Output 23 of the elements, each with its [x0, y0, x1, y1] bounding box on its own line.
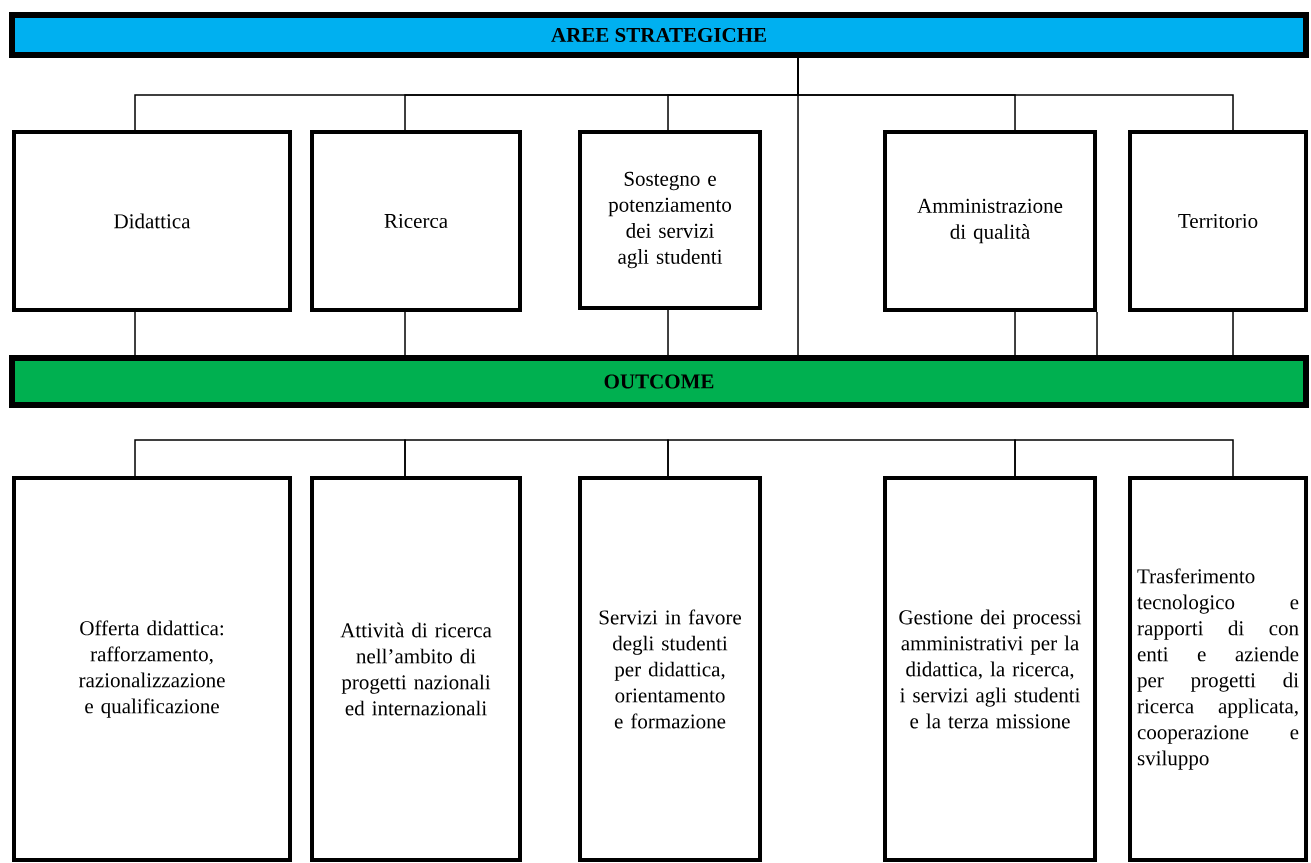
connector-line [1014, 311, 1016, 356]
connector-line [134, 311, 136, 356]
connector-line [404, 311, 406, 356]
connector-line [134, 439, 406, 477]
text-box: Servizi in favore degli studenti per didattica, orientamento e formazione [578, 476, 762, 862]
text-box: Offerta didattica: rafforzamento, razionalizzazione e qualificazione [12, 476, 292, 862]
text-box: Ricerca [310, 130, 522, 312]
connector-line [404, 439, 669, 477]
banner-bar: AREE STRATEGICHE [9, 12, 1309, 58]
text-box: Didattica [12, 130, 292, 312]
connector-line [667, 309, 669, 356]
connector-line [1096, 311, 1098, 356]
connector-line [1014, 439, 1234, 477]
text-box: Gestione dei processi amministrativi per la didattica, la ricerca, i servizi agli studenti e la terza missione [883, 476, 1097, 862]
text-box: Amministrazione di qualità [883, 130, 1097, 312]
connector-line [797, 57, 799, 356]
connector-line [1232, 311, 1234, 356]
text-box: Trasferimento tecnologico e rapporti di con enti e aziende per progetti di ricerca applicata, cooperazione e sviluppo [1128, 476, 1308, 862]
text-box: Territorio [1128, 130, 1308, 312]
text-box: Attività di ricerca nell’ambito di progetti nazionali ed internazionali [310, 476, 522, 862]
connector-line [667, 439, 1016, 477]
banner-bar: OUTCOME [9, 355, 1309, 408]
text-box: Sostegno e potenziamento dei servizi agli studenti [578, 130, 762, 310]
